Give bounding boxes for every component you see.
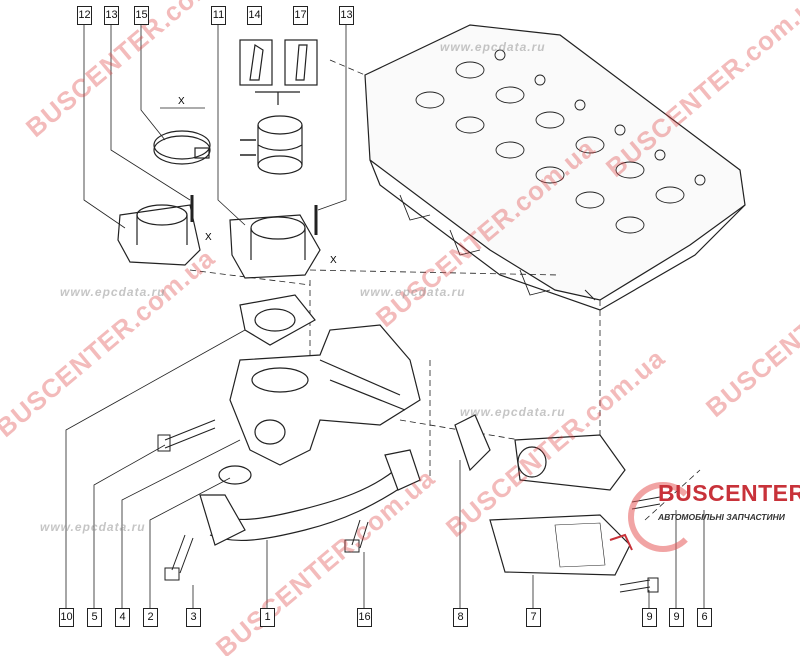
buscenter-logo: BUSCENTER АВТОМОБІЛЬНІ ЗАПЧАСТИНИ: [628, 470, 800, 560]
callout-16[interactable]: 16: [357, 608, 372, 627]
dimension-x-label: X: [178, 96, 185, 107]
callout-2[interactable]: 2: [143, 608, 158, 627]
dimension-x-label: X: [205, 232, 212, 243]
callout-8[interactable]: 8: [453, 608, 468, 627]
logo-name: BUSCENTER: [658, 480, 800, 506]
callout-13b[interactable]: 13: [339, 6, 354, 25]
hose-clamp: [153, 107, 211, 165]
throttle-body-right: [229, 205, 321, 279]
callout-5[interactable]: 5: [87, 608, 102, 627]
egr-valve-lower: [489, 514, 633, 576]
callout-7[interactable]: 7: [526, 608, 541, 627]
callout-4[interactable]: 4: [115, 608, 130, 627]
throttle-body-left: [117, 195, 201, 266]
callout-9b[interactable]: 9: [669, 608, 684, 627]
seal-details: [239, 39, 318, 105]
egr-valve-upper: [514, 434, 626, 491]
callout-17[interactable]: 17: [293, 6, 308, 25]
callout-6[interactable]: 6: [697, 608, 712, 627]
callout-10[interactable]: 10: [59, 608, 74, 627]
dimension-x-label: X: [330, 255, 337, 266]
callout-9[interactable]: 9: [642, 608, 657, 627]
seal-ring: [218, 465, 252, 485]
logo-tagline: АВТОМОБІЛЬНІ ЗАПЧАСТИНИ: [658, 512, 785, 522]
gasket: [239, 294, 316, 346]
callout-1[interactable]: 1: [260, 608, 275, 627]
callout-3[interactable]: 3: [186, 608, 201, 627]
egr-housing: [229, 324, 421, 466]
cylinder-head: [364, 24, 746, 311]
egr-pipe: [199, 449, 421, 546]
intake-hose: [240, 115, 303, 175]
callout-13[interactable]: 13: [104, 6, 119, 25]
callout-14[interactable]: 14: [247, 6, 262, 25]
leader-lines: [65, 23, 705, 608]
callout-11[interactable]: 11: [211, 6, 226, 25]
egr-gasket: [454, 414, 491, 472]
logo-ring-icon: [628, 482, 698, 552]
callout-12[interactable]: 12: [77, 6, 92, 25]
callout-15[interactable]: 15: [134, 6, 149, 25]
